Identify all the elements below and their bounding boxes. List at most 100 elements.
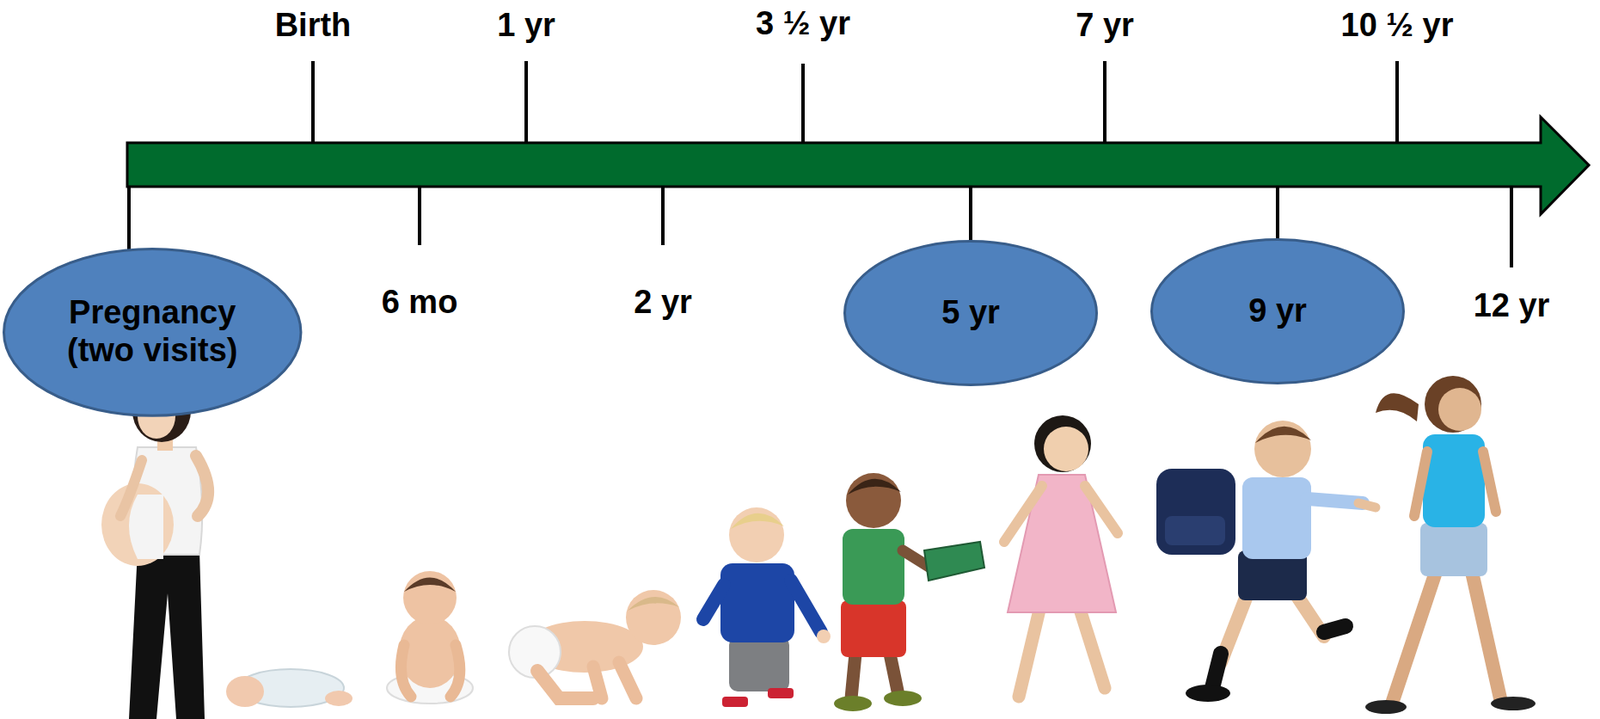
toddler-figure-part [729,636,790,692]
child-with-shoes-figure [833,472,985,712]
age-label: 7 yr [1075,7,1135,44]
child-with-shoes-figure-part [883,690,922,706]
sleeping-baby-figure-part [324,690,353,706]
tick-marks-part [968,186,973,246]
toddler-figure-part [720,563,795,643]
sitting-baby-figure-part [450,644,460,697]
crawling-baby-figure-part [537,670,594,699]
toddler-figure-part [767,687,794,699]
tick-marks-part [311,61,315,143]
girl-in-blue-figure-part [1375,392,1419,422]
pregnant-woman-figure-part [101,483,174,566]
pregnant-woman-figure-part [128,550,205,719]
stage-ellipse: 5 yr [843,239,1098,387]
age-label: 3 ½ yr [755,6,851,43]
girl-in-pink-figure-part [1043,426,1089,472]
ellipse-outline [1152,239,1404,384]
toddler-figure-part [730,513,785,529]
ellipse-content: 5 yr [843,239,1098,387]
boy-with-backpack-figure-part [1254,420,1312,478]
girl-in-blue-figure-part [1438,387,1482,431]
stage-ellipse: Pregnancy (two visits) [2,247,302,417]
age-label: 10 ½ yr [1341,7,1454,44]
girl-in-blue-figure-part [1365,699,1407,714]
ellipse-outline [845,241,1098,386]
child-with-shoes-figure-part [845,472,902,528]
child-with-shoes-figure-part [924,541,985,581]
tick-marks-part [524,61,528,143]
girl-in-blue-figure-part [1422,434,1485,528]
child-with-shoes-figure-part [847,478,902,495]
child-with-shoes-figure-part [842,528,905,605]
sitting-baby-figure-part [403,570,457,625]
girl-in-pink-figure-part [1085,485,1118,534]
crawling-baby-figure-part [619,662,637,699]
girl-in-blue-figure-part [1392,571,1436,701]
girl-in-pink-figure-part [1078,606,1105,688]
boy-with-backpack-figure-part [1156,468,1236,555]
tick-marks-part [1509,186,1514,268]
girl-in-blue-figure-part [1483,451,1496,512]
child-with-shoes-figure-part [833,695,872,712]
sitting-baby-figure-part [404,577,456,593]
girl-in-pink-figure-part [1018,606,1041,697]
toddler-figure-part [729,507,785,563]
child-with-shoes-figure-part [840,600,907,657]
tick-marks-part [1395,61,1399,143]
girl-in-pink-figure-part [1007,474,1116,613]
tick-marks-part [661,186,665,246]
girl-in-pink-figure-part [1004,485,1043,542]
crawling-baby-figure-part [627,596,680,611]
age-label: 6 mo [381,284,459,321]
age-label: 12 yr [1473,288,1551,325]
boy-with-backpack-figure-part [1242,477,1312,559]
stage-ellipse: 9 yr [1150,238,1405,385]
tick-marks-part [801,63,805,143]
crawling-baby-figure-part [625,589,681,645]
boy-with-backpack-figure-part [1164,515,1226,546]
girl-in-pink-figure [1004,415,1118,697]
girl-in-blue-figure-part [1414,451,1428,516]
ellipse-content: 9 yr [1150,238,1405,385]
boy-with-backpack-figure-part [1358,502,1376,508]
child-with-shoes-figure-part [851,653,856,699]
toddler-figure [703,507,831,707]
stage-label: 5 yr [875,294,1067,332]
pregnant-woman-figure-part [128,494,164,559]
tick-marks-part [417,186,422,246]
boy-with-backpack-figure-part [1185,684,1231,702]
timeline-arrow [127,116,1589,215]
toddler-figure-part [816,629,831,644]
crawling-baby-figure [508,589,681,699]
tick-marks-part [1103,61,1107,143]
ellipse-content: Pregnancy (two visits) [2,247,302,417]
boy-with-backpack-figure [1156,420,1376,702]
age-label: Birth [275,7,352,44]
sitting-baby-figure [386,570,473,704]
toddler-figure-part [722,696,748,707]
boy-with-backpack-figure-part [1324,625,1346,632]
boy-with-backpack-figure-part [1212,653,1221,688]
sleeping-baby-figure [226,668,353,707]
stage-label: Pregnancy (two visits) [56,294,248,369]
girl-in-pink-figure-part [1034,415,1092,473]
girl-in-blue-figure [1365,375,1536,714]
pregnant-woman-figure-part [196,455,209,516]
toddler-figure-part [703,584,724,620]
sleeping-baby-figure-part [226,675,264,707]
girl-in-blue-figure-part [1420,522,1488,577]
toddler-figure-part [790,580,822,632]
sitting-baby-figure-part [400,644,411,697]
age-label: 2 yr [633,284,693,321]
stage-label: 9 yr [1182,292,1374,331]
ellipse-outline [4,248,301,416]
girl-in-blue-figure-part [1424,375,1482,433]
girl-in-blue-figure-part [1490,696,1536,711]
tick-marks-part [1275,186,1280,246]
pregnant-woman-figure [101,380,209,719]
pregnant-woman-figure-part [120,459,142,516]
child-with-shoes-figure-part [889,653,899,695]
boy-with-backpack-figure-part [1255,426,1312,443]
age-label: 1 yr [496,7,556,44]
